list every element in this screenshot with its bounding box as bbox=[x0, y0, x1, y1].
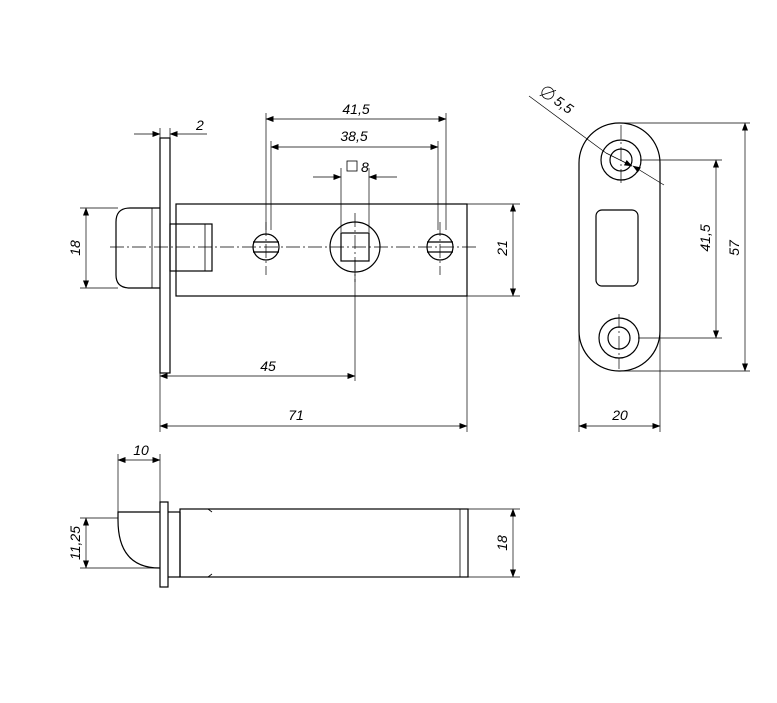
label-latch-projection: 10 bbox=[133, 442, 149, 458]
label-hole-spacing-outer: 41,5 bbox=[342, 101, 369, 117]
label-strike-height: 57 bbox=[726, 239, 742, 256]
dim-total-length: 71 bbox=[159, 296, 468, 432]
label-backset: 45 bbox=[260, 358, 276, 374]
dim-body-height: 21 bbox=[467, 203, 520, 297]
label-side-body-height: 18 bbox=[494, 535, 510, 551]
latch-tail bbox=[169, 223, 213, 272]
label-total-length: 71 bbox=[288, 407, 304, 423]
label-strike-width: 20 bbox=[611, 407, 628, 423]
strike-plate-view bbox=[578, 122, 661, 372]
strike-plate bbox=[578, 122, 661, 372]
diameter-symbol bbox=[541, 86, 555, 100]
label-square-spindle: 8 bbox=[361, 159, 369, 175]
latch-front-view bbox=[110, 137, 478, 374]
label-hole-spacing-inner: 38,5 bbox=[340, 128, 367, 144]
side-body bbox=[179, 508, 469, 578]
dim-side-body-height: 18 bbox=[468, 508, 520, 578]
dim-square-spindle: 8 bbox=[313, 159, 397, 232]
label-plate-thickness: 2 bbox=[195, 117, 204, 133]
latch-bolt bbox=[115, 207, 160, 289]
dim-latch-projection: 10 bbox=[117, 442, 161, 514]
strike-opening bbox=[595, 209, 639, 287]
side-latch-bolt bbox=[117, 511, 161, 569]
label-strike-hole-diameter: 5,5 bbox=[551, 92, 576, 117]
side-face-plate bbox=[159, 501, 169, 588]
dim-plate-thickness: 2 bbox=[134, 117, 207, 140]
dim-backset: 45 bbox=[159, 260, 356, 381]
dim-latch-height: 18 bbox=[67, 207, 118, 289]
dim-hole-spacing-outer: 41,5 bbox=[265, 101, 447, 230]
label-latch-offset: 11,25 bbox=[67, 526, 83, 560]
label-latch-height: 18 bbox=[67, 240, 83, 256]
label-body-height: 21 bbox=[494, 240, 510, 257]
square-symbol bbox=[346, 160, 358, 172]
latch-body bbox=[175, 203, 468, 297]
dim-hole-spacing-inner: 38,5 bbox=[270, 128, 439, 230]
dim-strike-height: 57 bbox=[620, 122, 750, 372]
dim-latch-offset: 11,25 bbox=[67, 517, 160, 569]
dim-strike-width: 20 bbox=[578, 330, 661, 432]
dim-strike-hole-diameter: 5,5 bbox=[528, 86, 665, 186]
label-strike-hole-spacing: 41,5 bbox=[697, 224, 713, 251]
face-plate bbox=[159, 137, 171, 374]
latch-side-view bbox=[117, 501, 469, 588]
dim-strike-hole-spacing: 41,5 bbox=[638, 159, 722, 339]
